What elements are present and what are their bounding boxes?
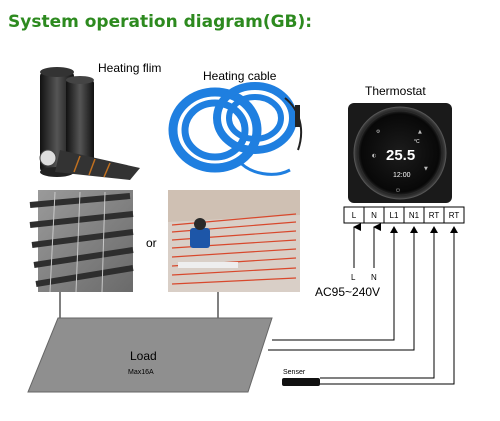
load-wire-arrows: [390, 226, 418, 233]
power-wires: [353, 223, 381, 268]
film-floor-image: [29, 190, 134, 293]
svg-text:▼: ▼: [424, 166, 428, 172]
svg-text:⚙: ⚙: [376, 129, 381, 135]
power-n-label: N: [371, 273, 377, 282]
heating-cable-image: [168, 82, 303, 176]
svg-text:⏻: ⏻: [396, 188, 400, 194]
sensor-wires: [320, 227, 455, 385]
terminal-label: RT: [429, 211, 440, 220]
sensor-label: Senser: [283, 369, 306, 376]
heating-film-image: [39, 67, 140, 180]
thermostat-unit: °C: [414, 139, 420, 145]
thermostat-device: ⚙ ▲ ◐ ▼ ⏻: [348, 103, 452, 203]
terminal-label: L: [352, 211, 357, 220]
cable-floor-image: [168, 190, 300, 292]
sensor-probe: [282, 378, 320, 386]
heating-cable-label: Heating cable: [203, 69, 277, 83]
terminal-block: [343, 206, 465, 224]
or-text: or: [146, 236, 157, 250]
sensor-wire-arrows: [430, 226, 458, 233]
svg-text:▲: ▲: [418, 129, 422, 135]
terminal-label: L1: [390, 211, 399, 220]
voltage-label: AC95~240V: [315, 285, 380, 299]
power-l-label: L: [351, 273, 356, 282]
heating-film-label: Heating flim: [98, 61, 161, 75]
terminal-label: RT: [449, 211, 460, 220]
thermostat-time: 12:00: [393, 172, 411, 179]
terminal-label: N1: [409, 211, 420, 220]
load-capacity: Max16A: [128, 369, 154, 376]
thermostat-temp: 25.5: [386, 147, 415, 164]
terminal-label: N: [371, 211, 377, 220]
thermostat-label: Thermostat: [365, 84, 426, 98]
svg-text:◐: ◐: [372, 153, 376, 159]
load-wires: [59, 227, 415, 351]
load-box: [27, 317, 273, 393]
diagram-title: System operation diagram(GB):: [8, 12, 312, 32]
load-label: Load: [130, 349, 157, 363]
